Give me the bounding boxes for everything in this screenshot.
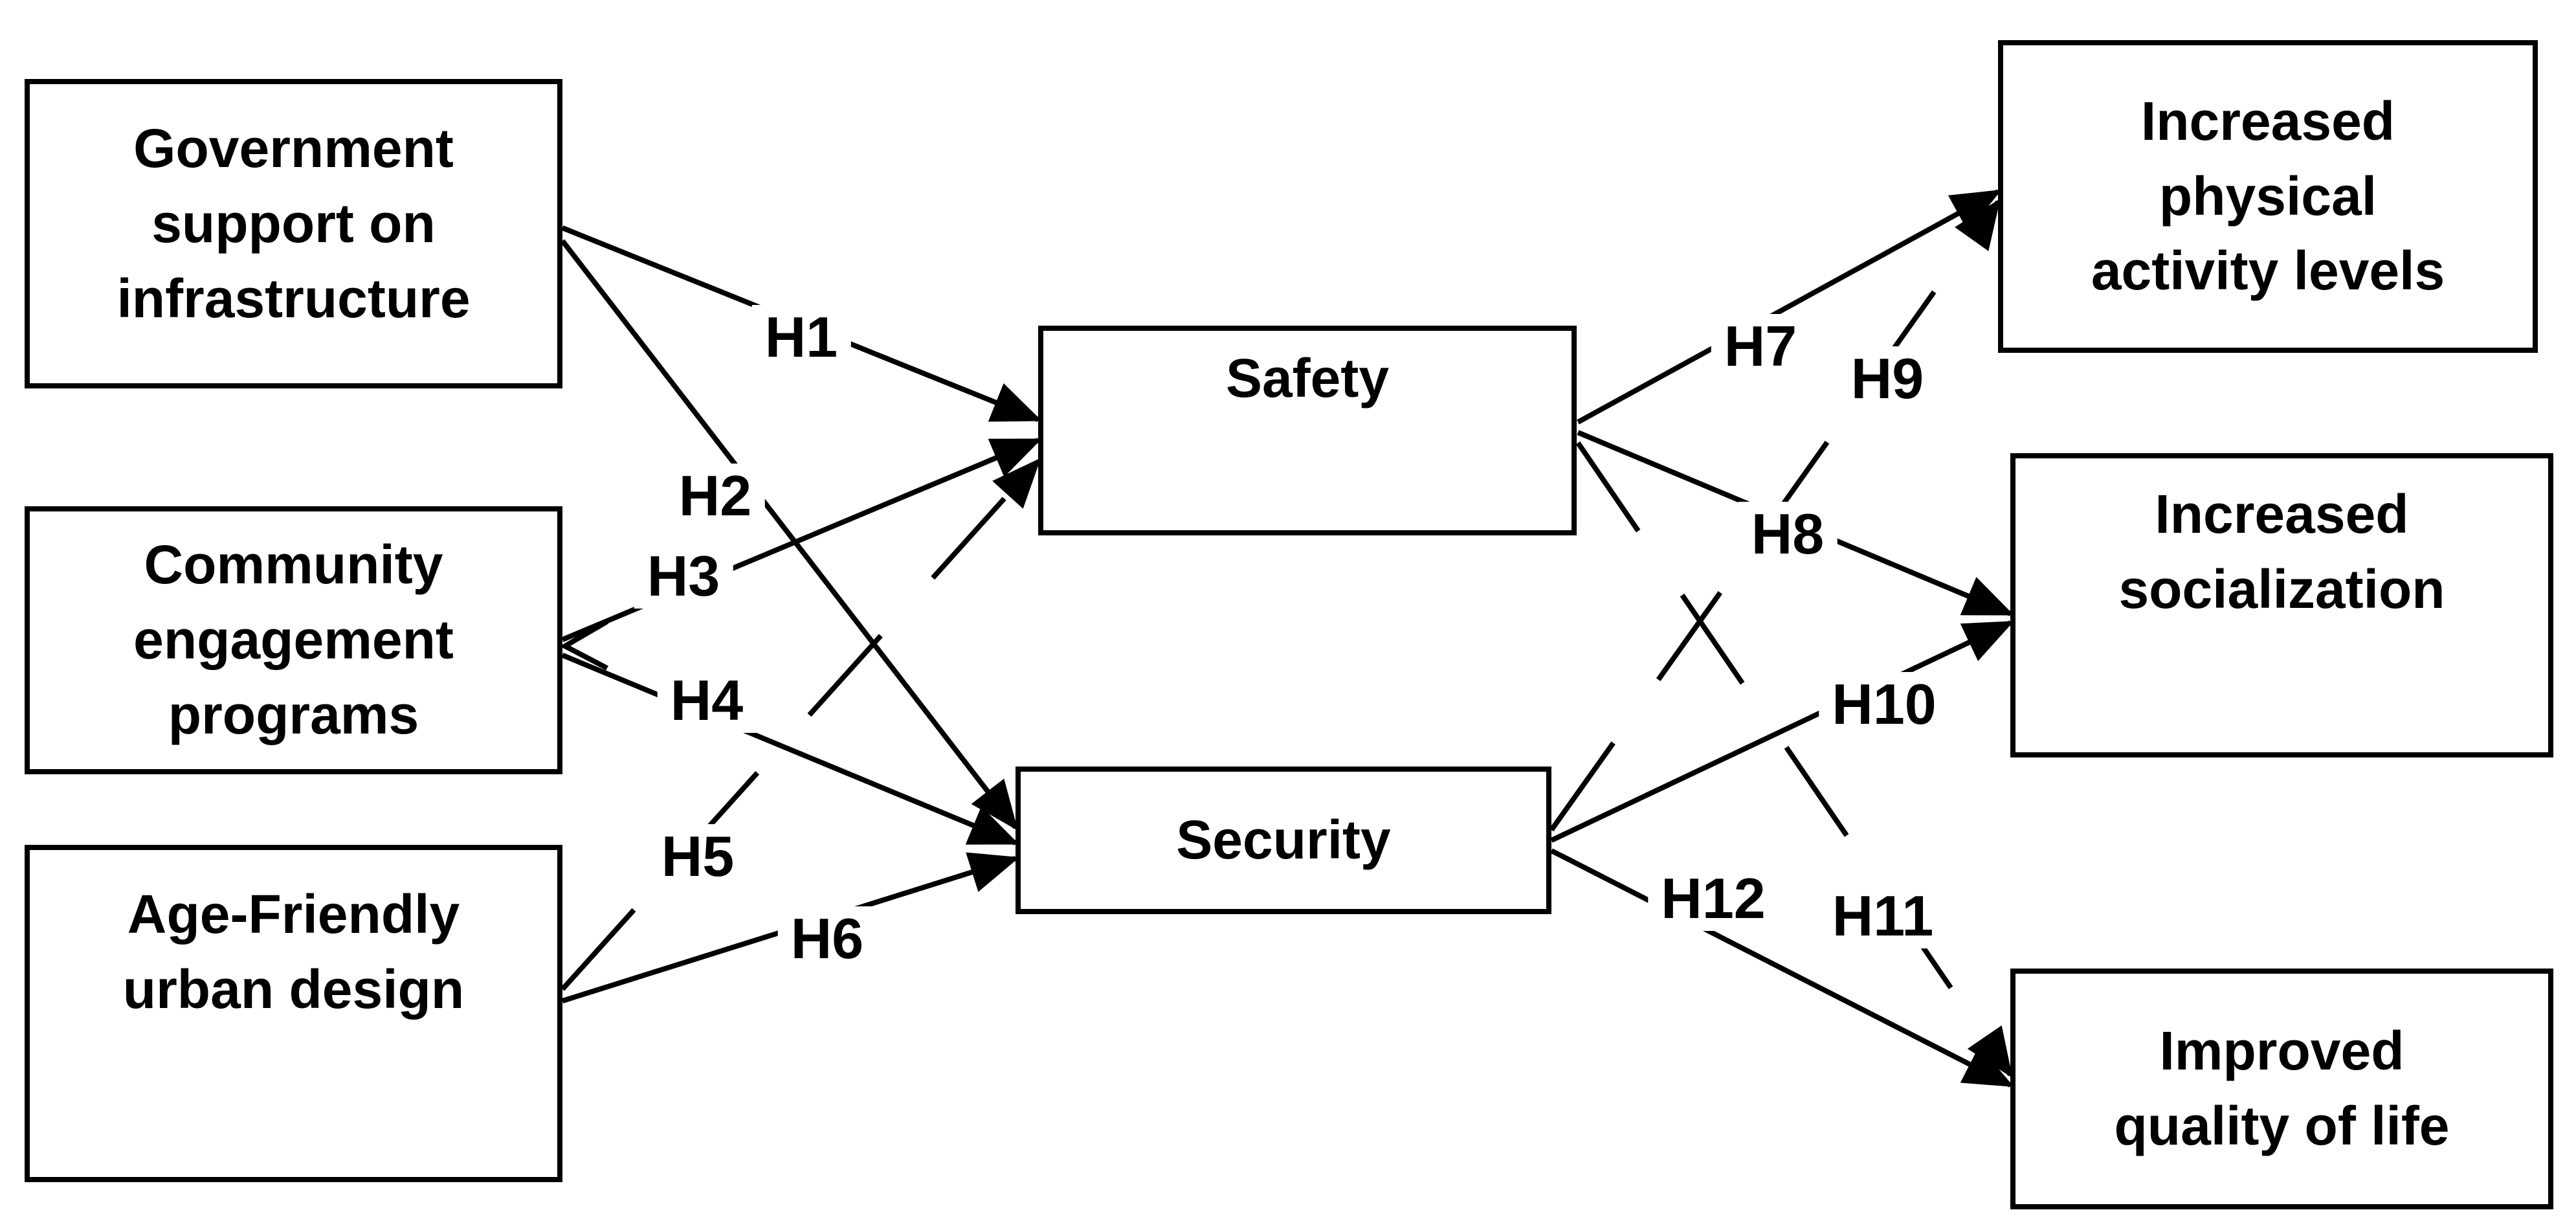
edge-label-h12: H12	[1648, 866, 1779, 931]
edge-label-h7: H7	[1711, 314, 1810, 379]
node-physical-activity-line2: physical	[2159, 165, 2377, 227]
node-socialization-line1: Increased	[2155, 483, 2409, 544]
edge-h7-line	[1577, 189, 2002, 425]
node-government-line2: support on	[151, 193, 436, 254]
node-community-line3: programs	[168, 684, 419, 745]
edge-label-h8: H8	[1738, 502, 1838, 566]
node-community-line1: Community	[144, 534, 443, 596]
edge-label-h5: H5	[648, 824, 748, 889]
node-age-friendly: Age-Friendly urban design	[25, 845, 562, 1182]
node-government-line3: infrastructure	[117, 267, 471, 329]
node-socialization: Increased socialization	[2010, 453, 2553, 757]
node-community: Community engagement programs	[25, 506, 562, 774]
edge-h10-line	[1550, 620, 2014, 843]
community-left-arrowhead-icon	[559, 619, 609, 671]
edge-h5-line	[561, 458, 1041, 991]
edge-label-h9: H9	[1838, 346, 1937, 411]
node-quality-of-life-line1: Improved	[2159, 1020, 2404, 1082]
edge-h11-line	[1575, 441, 2013, 1079]
node-safety-label: Safety	[1225, 348, 1390, 409]
edge-label-h4: H4	[657, 668, 757, 733]
edge-h4-line	[561, 653, 1019, 846]
node-quality-of-life: Improved quality of life	[2010, 969, 2553, 1209]
node-security: Security	[1016, 767, 1551, 914]
edge-label-h3: H3	[634, 544, 733, 609]
node-socialization-line2: socialization	[2118, 558, 2445, 620]
edge-label-h6: H6	[777, 906, 877, 971]
edge-label-h1: H1	[751, 305, 851, 370]
node-quality-of-life-line2: quality of life	[2114, 1095, 2450, 1156]
node-safety: Safety	[1038, 326, 1577, 535]
node-government-line1: Government	[133, 118, 454, 179]
edge-label-h10: H10	[1819, 672, 1949, 737]
node-age-friendly-line1: Age-Friendly	[127, 883, 460, 945]
node-physical-activity: Increased physical activity levels	[1998, 40, 2538, 353]
edge-h12-line	[1550, 848, 2014, 1088]
edge-label-h2: H2	[665, 464, 765, 528]
node-age-friendly-line2: urban design	[122, 958, 465, 1020]
edge-h2-line	[560, 239, 1018, 831]
node-physical-activity-line1: Increased	[2140, 90, 2395, 151]
node-physical-activity-line3: activity levels	[2091, 240, 2445, 302]
node-community-line2: engagement	[133, 609, 454, 671]
node-security-label: Security	[1176, 809, 1391, 871]
edge-label-h11: H11	[1819, 884, 1947, 948]
node-government: Government support on infrastructure	[25, 79, 562, 388]
